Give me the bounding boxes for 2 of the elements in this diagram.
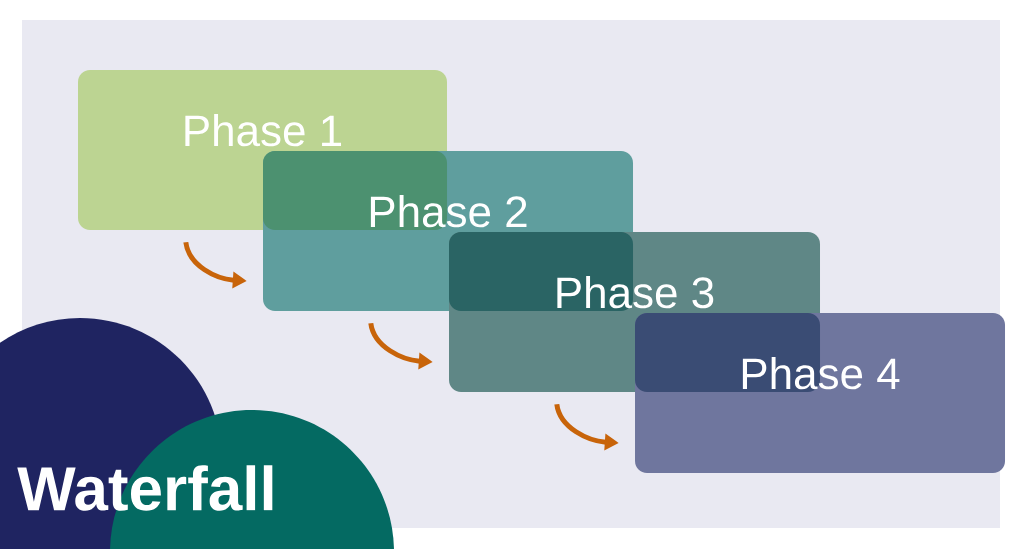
phase-box: Phase 4 [635, 313, 1005, 473]
title-label: Waterfall [17, 465, 273, 511]
